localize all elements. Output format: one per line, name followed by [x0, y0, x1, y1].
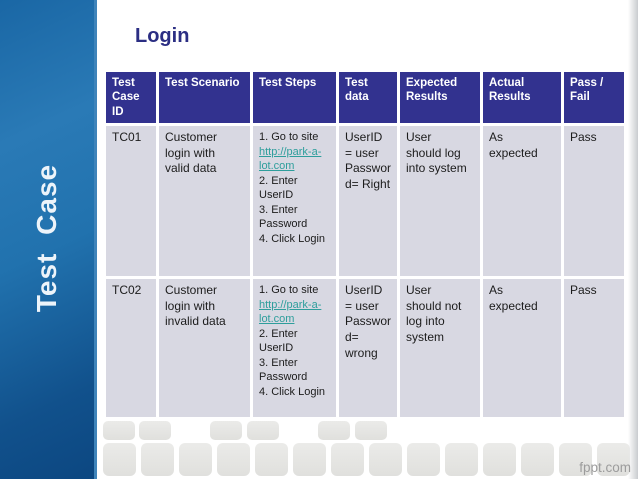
cell-pass-fail: Pass [564, 279, 624, 418]
test-data-text: UserID = user Password= Right [345, 130, 392, 191]
test-case-table: Test Case ID Test Scenario Test Steps Te… [103, 69, 627, 420]
cell-test-scenario: Customer login with valid data [159, 126, 250, 277]
deco-square [407, 443, 440, 476]
col-header-test-data: Test data [339, 72, 397, 124]
cell-test-data: UserID = user Password= wrong [339, 279, 397, 418]
cell-actual-results: As expected [483, 126, 561, 277]
sidebar: Test Case [0, 0, 97, 479]
scenario-text: Customer login with valid data [165, 130, 218, 176]
deco-square [247, 421, 279, 440]
deco-square [103, 421, 135, 440]
deco-square [141, 443, 174, 476]
deco-square [139, 421, 171, 440]
deco-square [355, 421, 387, 440]
col-header-expected-results: Expected Results [400, 72, 480, 124]
deco-square [293, 443, 326, 476]
step-line: 1. Go to site [259, 131, 319, 144]
step-line: 4. Click Login [259, 232, 326, 245]
cell-pass-fail: Pass [564, 126, 624, 277]
expected-results-text: User should not log into system [406, 283, 462, 344]
step-line: 3. Enter Password [259, 203, 308, 231]
col-header-actual-results: Actual Results [483, 72, 561, 124]
table-header-row: Test Case ID Test Scenario Test Steps Te… [106, 72, 624, 124]
col-header-test-steps: Test Steps [253, 72, 336, 124]
deco-square [210, 421, 242, 440]
park-a-lot-link[interactable]: http://park-a-lot.com [259, 145, 322, 173]
col-header-test-scenario: Test Scenario [159, 72, 250, 124]
col-header-test-case-id: Test Case ID [106, 72, 156, 124]
cell-test-case-id: TC01 [106, 126, 156, 277]
actual-results-text: As expected [489, 283, 538, 313]
cell-expected-results: User should not log into system [400, 279, 480, 418]
step-line: 1. Go to site [259, 284, 319, 297]
deco-square [179, 443, 212, 476]
deco-square [318, 421, 350, 440]
step-line: 4. Click Login [259, 385, 326, 398]
cell-expected-results: User should log into system [400, 126, 480, 277]
cell-test-case-id: TC02 [106, 279, 156, 418]
deco-square [483, 443, 516, 476]
deco-square [445, 443, 478, 476]
watermark: fppt.com [579, 460, 631, 475]
cell-actual-results: As expected [483, 279, 561, 418]
park-a-lot-link[interactable]: http://park-a-lot.com [259, 298, 322, 326]
deco-square [103, 443, 136, 476]
deco-square [255, 443, 288, 476]
deco-square [331, 443, 364, 476]
deco-square [369, 443, 402, 476]
sidebar-vertical-title: Test Case [31, 163, 62, 313]
step-line: http://park-a-lot.com [259, 298, 330, 327]
deco-square [521, 443, 554, 476]
deco-square [217, 443, 250, 476]
step-line: http://park-a-lot.com [259, 145, 330, 174]
step-line: 3. Enter Password [259, 356, 308, 384]
scenario-text: Customer login with invalid data [165, 283, 226, 329]
step-line: 2. Enter UserID [259, 174, 298, 202]
test-data-text: UserID = user Password= wrong [345, 283, 392, 360]
page-title: Login [135, 25, 190, 47]
cell-test-scenario: Customer login with invalid data [159, 279, 250, 418]
actual-results-text: As expected [489, 130, 538, 160]
slide-edge-shadow [628, 0, 638, 479]
expected-results-text: User should log into system [406, 130, 467, 176]
col-header-pass-fail: Pass / Fail [564, 72, 624, 124]
cell-test-data: UserID = user Password= Right [339, 126, 397, 277]
step-line: 2. Enter UserID [259, 327, 298, 355]
